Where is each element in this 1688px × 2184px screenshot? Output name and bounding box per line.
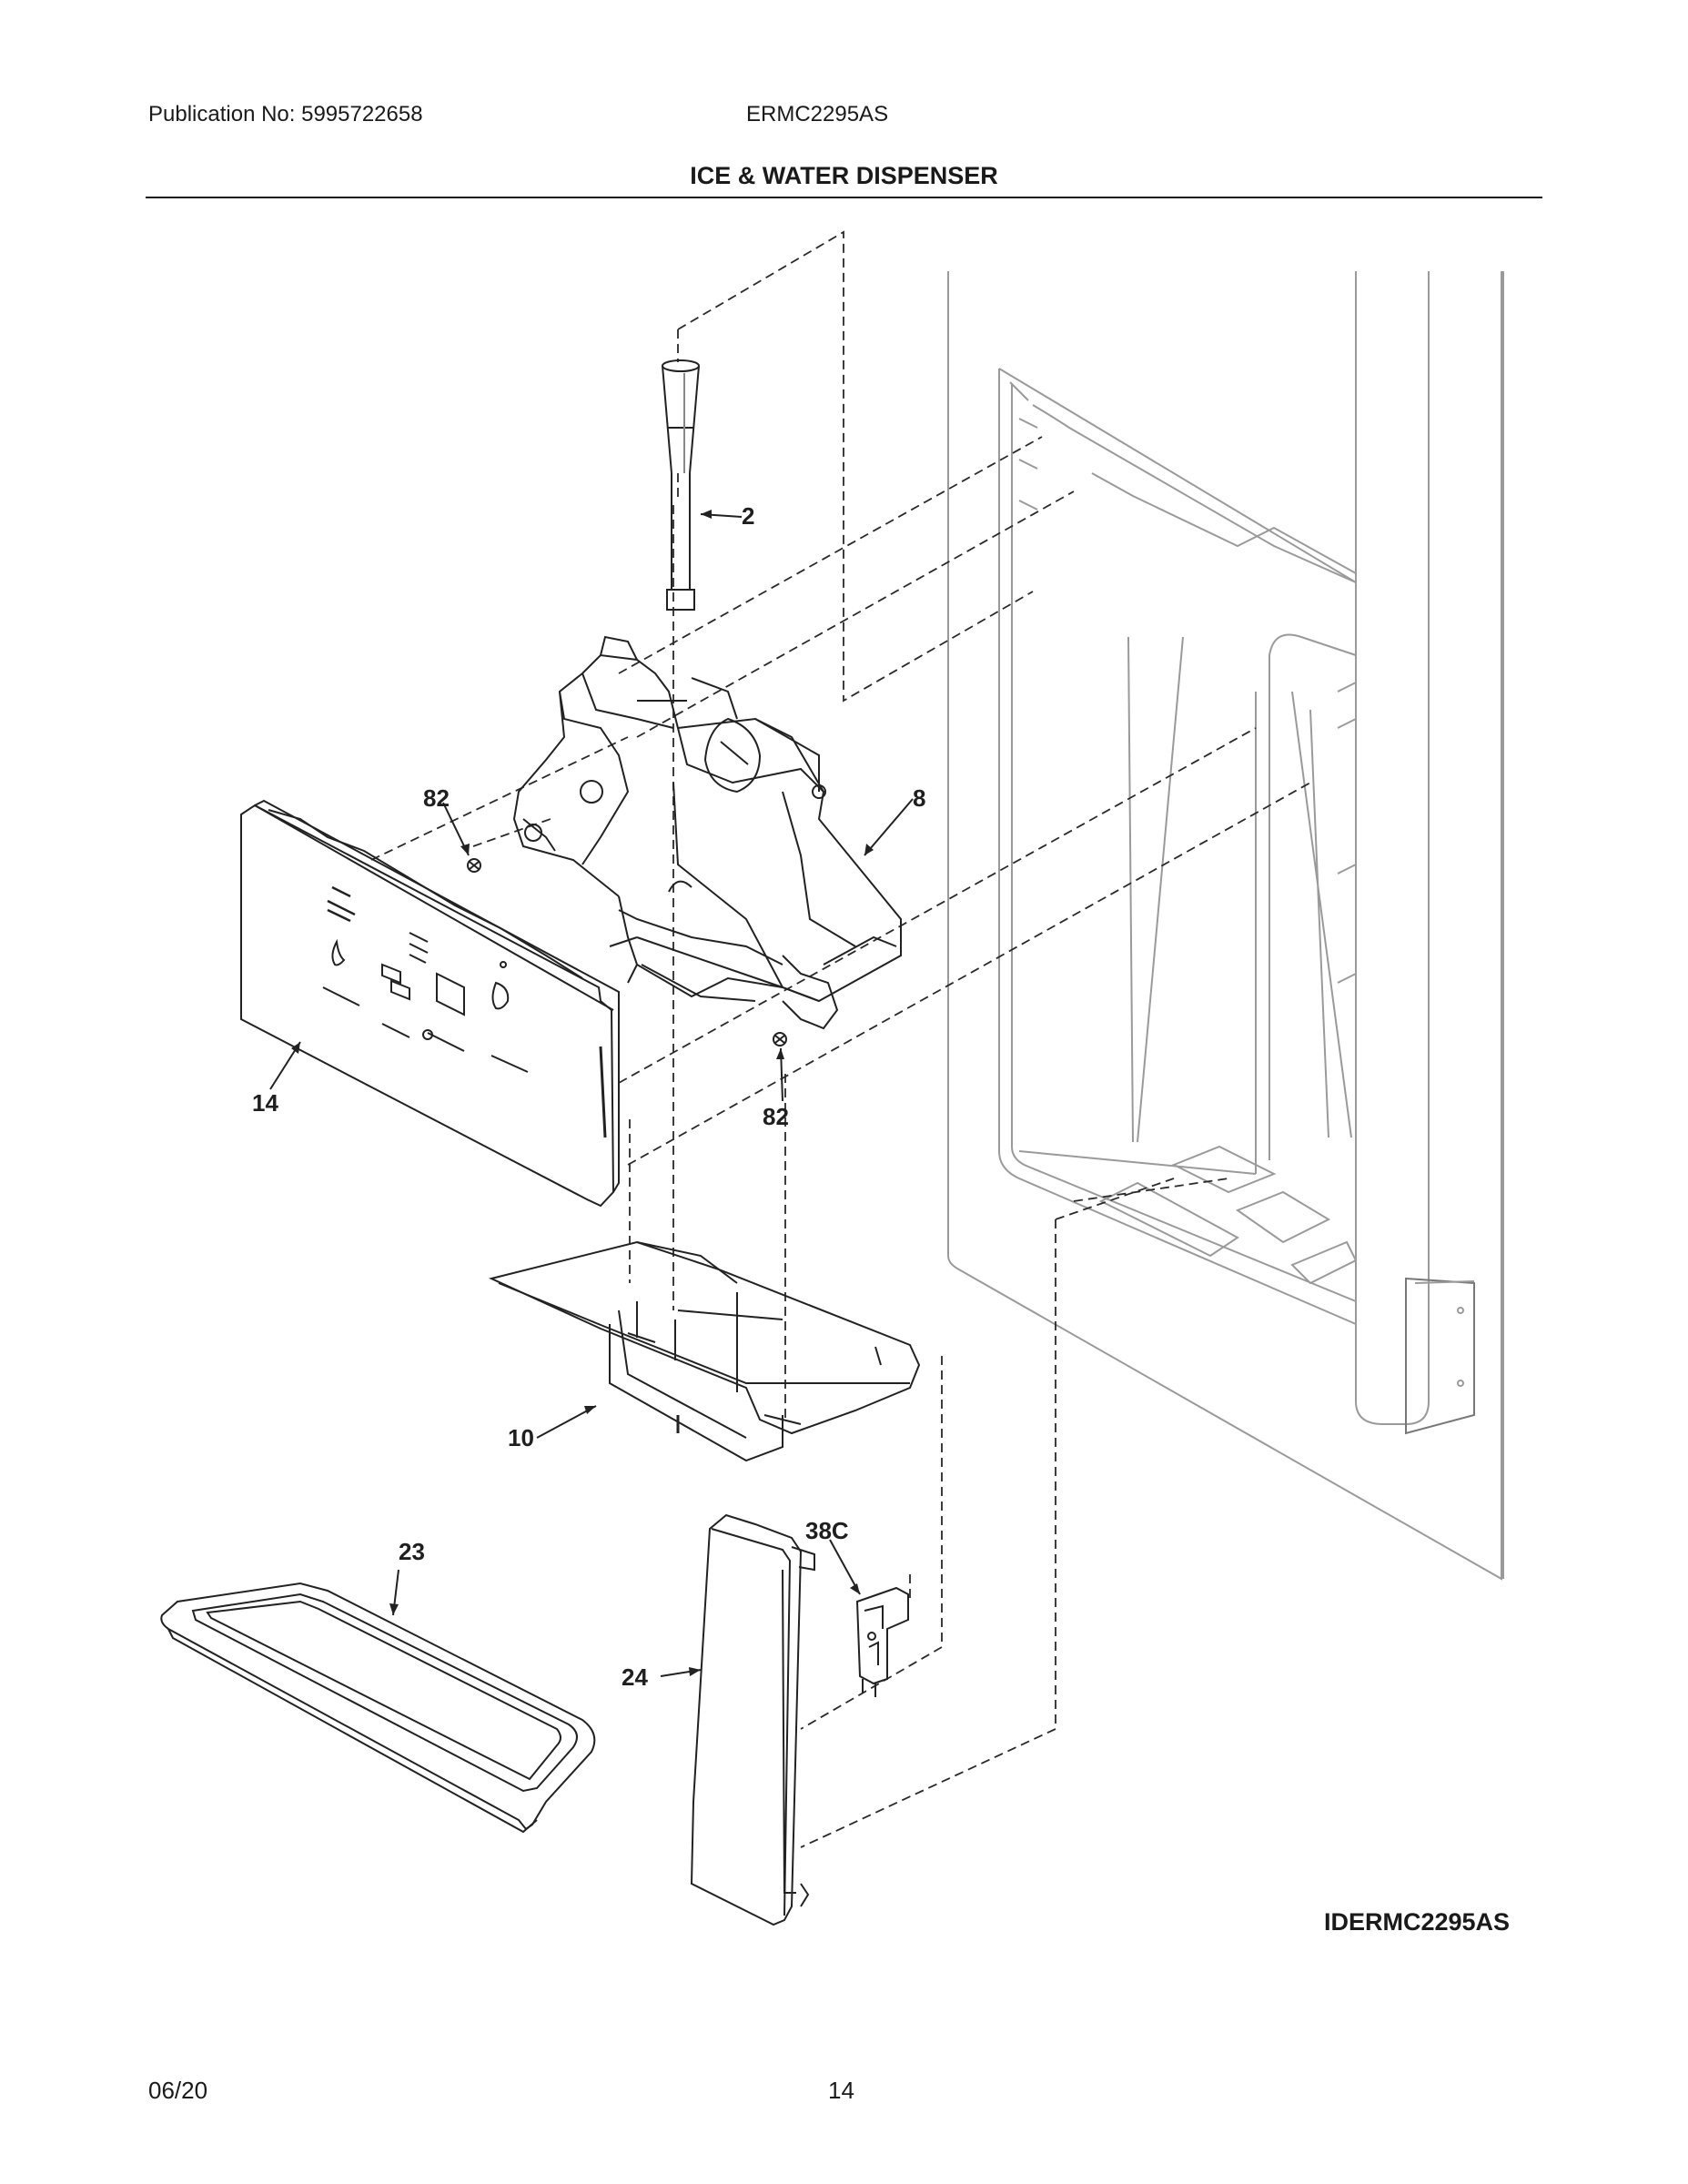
callout-8: 8 xyxy=(913,784,926,812)
illustration-id: IDERMC2295AS xyxy=(1324,1908,1511,1936)
callout-10: 10 xyxy=(508,1424,534,1451)
publication-number: Publication No: 5995722658 xyxy=(148,102,423,126)
callout-82-lower: 82 xyxy=(763,1103,789,1130)
callout-14: 14 xyxy=(252,1089,278,1117)
page-number: 14 xyxy=(828,2077,854,2104)
model-number: ERMC2295AS xyxy=(746,102,889,126)
leader-arrows xyxy=(291,510,874,1676)
assembly-guide-lines xyxy=(370,230,1311,1848)
part-82-screws xyxy=(467,858,787,1046)
part-8-dispenser-housing xyxy=(512,635,902,1030)
page-title: ICE & WATER DISPENSER xyxy=(690,162,998,189)
part-10-dispenser-frame xyxy=(488,1240,921,1462)
callout-2: 2 xyxy=(742,502,755,530)
callout-38c: 38C xyxy=(805,1517,849,1544)
callout-82-upper: 82 xyxy=(423,784,450,812)
callout-24: 24 xyxy=(622,1663,648,1691)
part-14-control-panel xyxy=(240,799,620,1208)
door-outline xyxy=(947,271,1504,1581)
leader-lines xyxy=(269,513,914,1677)
footer-date: 06/20 xyxy=(148,2077,208,2104)
part-24-dispenser-paddle xyxy=(690,1513,815,1926)
callout-23: 23 xyxy=(399,1538,425,1565)
part-2-ice-chute xyxy=(662,359,700,611)
part-23-drip-tray xyxy=(160,1582,596,1834)
part-38c-switch xyxy=(855,1586,909,1697)
title-rule xyxy=(146,197,1542,198)
